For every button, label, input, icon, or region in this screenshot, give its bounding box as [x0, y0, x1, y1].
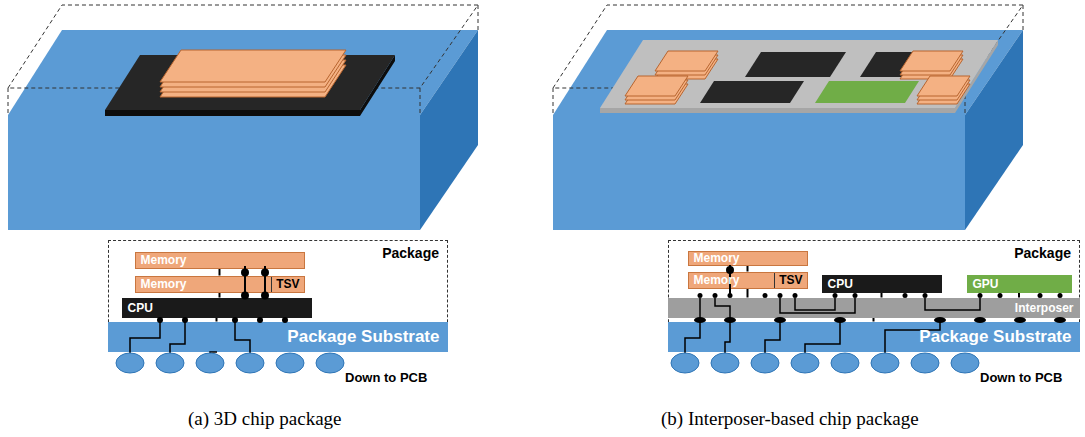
package-block-b [553, 5, 1023, 230]
package-block-a [8, 5, 478, 230]
component-label: CPU [128, 301, 153, 315]
component-label: Package Substrate [287, 327, 439, 347]
direction-note: Down to PCB [345, 370, 427, 385]
direction-note: Down to PCB [980, 370, 1062, 385]
cpu-die: CPU [122, 298, 312, 318]
component-label: Package [1014, 245, 1071, 261]
interposer-wires-b [700, 298, 980, 318]
component-label: Memory [141, 277, 187, 291]
solder-balls-a [116, 353, 344, 373]
via-label: TSV [271, 277, 303, 292]
package-outline: PackageMemoryMemoryTSVCPUPackage Substra… [108, 240, 448, 352]
figure-caption: (a) 3D chip package [188, 408, 342, 430]
bumps-b [694, 293, 1066, 323]
memory-die: Memory [688, 251, 808, 266]
component-label: Memory [694, 273, 740, 287]
cpu-die: CPU [822, 275, 942, 293]
via-label: TSV [774, 273, 806, 288]
figure-caption: (b) Interposer-based chip package [661, 408, 919, 430]
substrate-wires-a [130, 322, 250, 354]
tsv-wires-b [727, 265, 733, 294]
interconnect-wire [747, 289, 749, 298]
component-label: Interposer [1015, 301, 1074, 315]
gpu-die: GPU [967, 275, 1072, 293]
memory-die: Memory TSV [688, 272, 808, 289]
package-substrate: Package Substrate [668, 322, 1080, 352]
substrate-wires-b [685, 322, 940, 354]
component-label: CPU [828, 277, 853, 291]
component-label: Package Substrate [919, 327, 1071, 347]
memory-die: Memory [135, 252, 305, 269]
bumps-a [157, 317, 288, 323]
component-label: GPU [973, 277, 999, 291]
component-label: Package [382, 245, 439, 261]
memory-die: Memory TSV [135, 276, 305, 293]
package-outline: PackageMemoryMemoryTSVCPUGPUInterposerPa… [668, 240, 1080, 352]
interposer: Interposer [668, 298, 1080, 318]
solder-balls-b [671, 353, 979, 373]
package-substrate: Package Substrate [108, 322, 448, 352]
interconnect-wire [219, 269, 221, 276]
component-label: Memory [694, 251, 740, 265]
component-label: Memory [141, 253, 187, 267]
tsv-wires-a [242, 266, 268, 299]
